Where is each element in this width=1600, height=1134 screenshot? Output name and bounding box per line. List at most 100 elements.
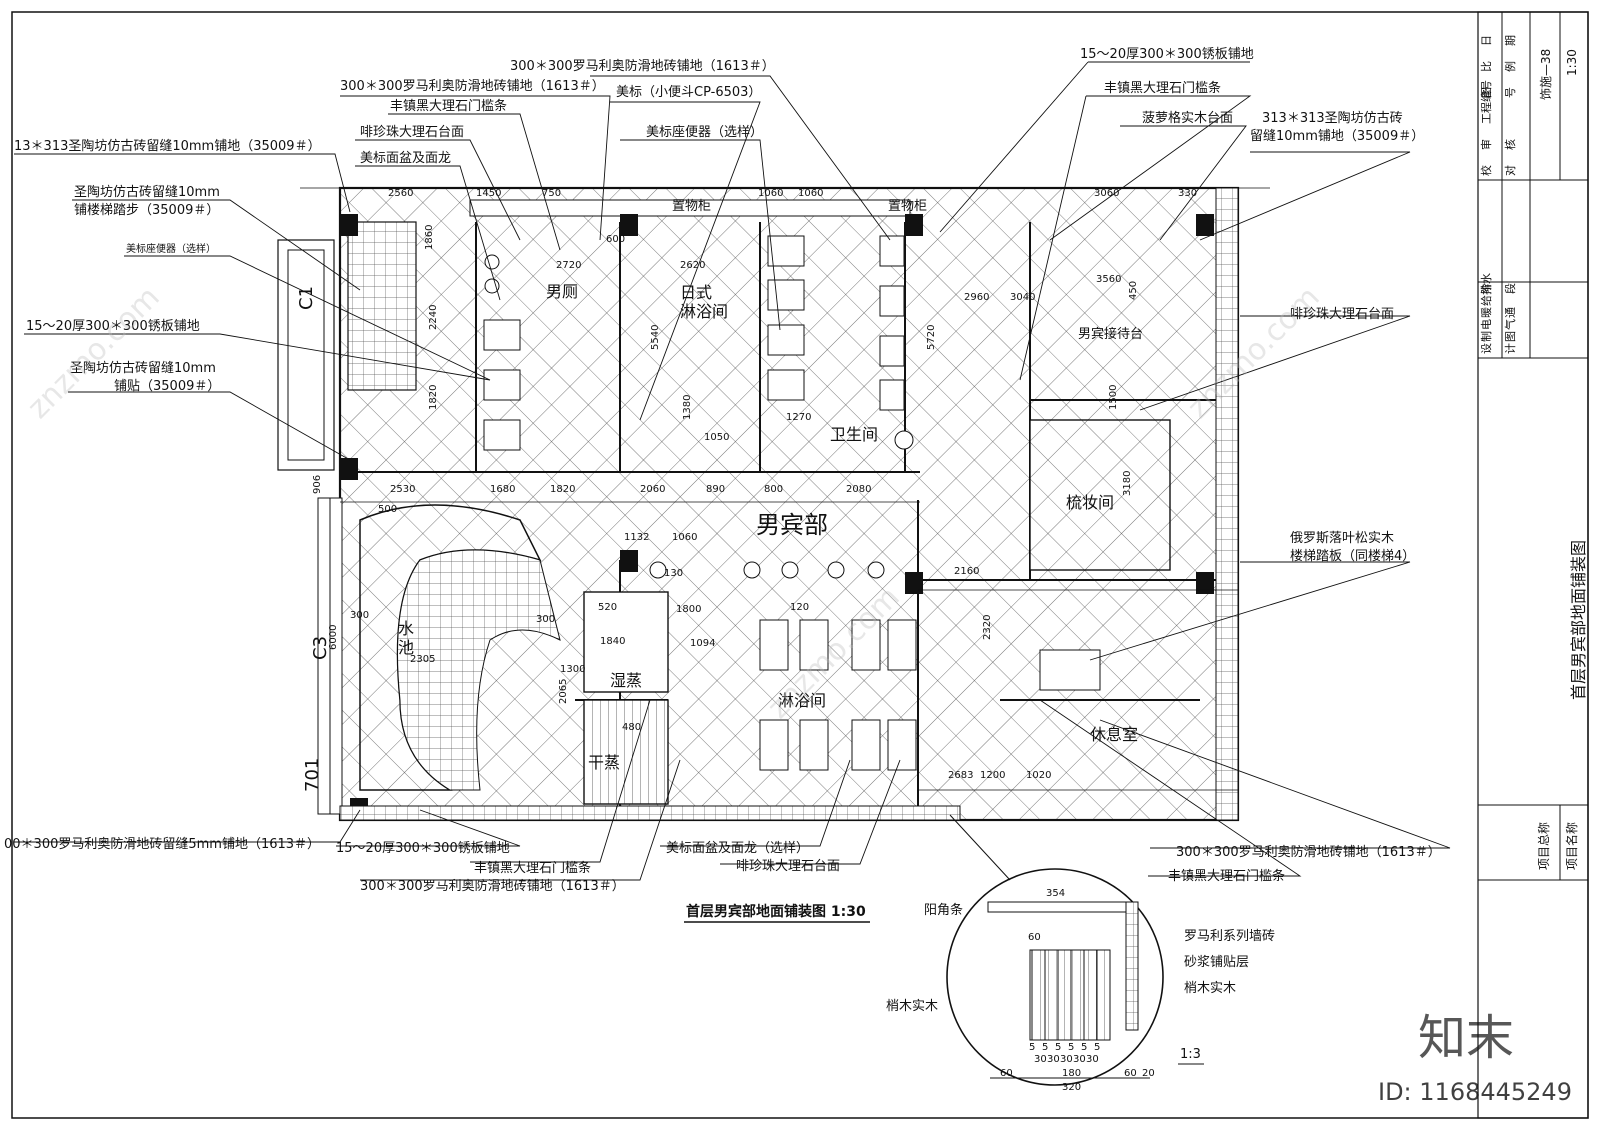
dimension-1: 1450 bbox=[476, 188, 501, 199]
detail-b20: 20 bbox=[1142, 1068, 1155, 1079]
dimension-5: 3060 bbox=[1094, 188, 1119, 199]
detail-slat-width-3: 30 bbox=[1073, 1054, 1086, 1065]
detail-slat-width-4: 30 bbox=[1086, 1054, 1099, 1065]
detail-mortar: 砂浆铺贴层 bbox=[1184, 955, 1249, 970]
watermark-site-1: znzmo.com bbox=[21, 280, 167, 426]
room-labels: 男宾部 男厕 日式淋浴间 卫生间 梳妆间 水池 湿蒸 干蒸 淋浴间 休息室 置物… bbox=[398, 199, 1143, 772]
title-block-cell-2-5: 阶 bbox=[1479, 283, 1493, 294]
detail-slat-gap-4: 5 bbox=[1081, 1042, 1087, 1053]
dimension-28: 1020 bbox=[1026, 770, 1051, 781]
callout-tl4: 美标（小便斗CP-6503） bbox=[616, 85, 761, 100]
title-block-cell-1-0: 对 bbox=[1503, 165, 1517, 176]
axis-c3: C3 bbox=[310, 636, 331, 660]
floor-plan bbox=[277, 186, 1270, 822]
dimension-49: 2065 bbox=[558, 679, 569, 704]
detail-slat-gap-2: 5 bbox=[1055, 1042, 1061, 1053]
axis-906: 906 bbox=[312, 475, 323, 494]
dimension-10: 2720 bbox=[556, 260, 581, 271]
dimension-9: 1820 bbox=[428, 385, 439, 410]
room-pool: 水池 bbox=[398, 619, 414, 657]
room-men-department: 男宾部 bbox=[756, 511, 828, 539]
dimension-21: 2080 bbox=[846, 484, 871, 495]
dimension-42: 2305 bbox=[410, 654, 435, 665]
dimension-23: 1060 bbox=[672, 532, 697, 543]
callout-l2a: 圣陶坊仿古砖留缝10mm bbox=[74, 184, 220, 200]
leader-lines bbox=[14, 61, 1451, 881]
detail-corner: 阳角条 bbox=[924, 902, 963, 918]
callout-br2: 丰镇黑大理石门槛条 bbox=[1168, 868, 1285, 884]
detail-slat-gap-1: 5 bbox=[1042, 1042, 1048, 1053]
dimension-41: 300 bbox=[350, 610, 369, 621]
detail-slat-gap-5: 5 bbox=[1094, 1042, 1100, 1053]
title-block-cell-2-4: 给排水 bbox=[1479, 273, 1493, 306]
dimension-16: 1680 bbox=[490, 484, 515, 495]
dimension-18: 2060 bbox=[640, 484, 665, 495]
tb-scale: 1:30 bbox=[1565, 49, 1579, 76]
dimension-32: 1270 bbox=[786, 412, 811, 423]
dimension-19: 890 bbox=[706, 484, 725, 495]
title-block-cell-3-2: 气 bbox=[1503, 319, 1517, 330]
callout-br1: 300＊300罗马利奥防滑地砖铺地（1613＃） bbox=[1176, 844, 1441, 860]
detail-slat-gap-3: 5 bbox=[1068, 1042, 1074, 1053]
title-block-cell-2-2: 电 bbox=[1480, 319, 1493, 330]
dimension-8: 2240 bbox=[428, 305, 439, 330]
callout-l2b: 铺楼梯踏步（35009＃） bbox=[74, 203, 219, 218]
title-block-cell-1-4: 例 bbox=[1503, 61, 1517, 72]
detail-slat-width-0: 30 bbox=[1034, 1054, 1047, 1065]
callout-l4: 15～20厚300＊300锈板铺地 bbox=[26, 319, 200, 334]
dimension-24: 2160 bbox=[954, 566, 979, 577]
title-block-cell-2-1: 制 bbox=[1480, 331, 1493, 342]
dimension-6: 330 bbox=[1178, 188, 1197, 199]
callout-b1: 00＊300罗马利奥防滑地砖留缝5mm铺地（1613＃） bbox=[4, 836, 320, 852]
dimension-26: 2683 bbox=[948, 770, 973, 781]
detail-slat-width-1: 30 bbox=[1047, 1054, 1060, 1065]
title-block bbox=[1477, 11, 1589, 1119]
detail-slat-gap-0: 5 bbox=[1029, 1042, 1035, 1053]
callout-l5a: 圣陶坊仿古砖留缝10mm bbox=[70, 360, 216, 376]
dimension-2: 750 bbox=[542, 188, 561, 199]
dimension-12: 3560 bbox=[1096, 274, 1121, 285]
title-block-cell-0-4: 比 bbox=[1480, 61, 1493, 72]
dimension-15: 2530 bbox=[390, 484, 415, 495]
title-block-cell-2-0: 设 bbox=[1480, 343, 1493, 354]
dimension-4: 1060 bbox=[758, 188, 783, 199]
axis-labels: C1 C3 6000 701 906 bbox=[296, 286, 339, 792]
dimension-37: 3180 bbox=[1122, 471, 1133, 496]
dimension-25: 2320 bbox=[982, 615, 993, 640]
plan-title: 首层男宾部地面铺装图 1:30 bbox=[686, 903, 866, 920]
room-dressing: 梳妆间 bbox=[1066, 493, 1114, 512]
dimension-22: 1132 bbox=[624, 532, 649, 543]
label-cabinet-b: 置物柜 bbox=[888, 199, 927, 214]
dimension-43: 520 bbox=[598, 602, 617, 613]
room-japanese-shower: 日式淋浴间 bbox=[680, 283, 728, 321]
callout-tl6: 美标座便器（选样） bbox=[646, 125, 763, 140]
dimension-11: 2620 bbox=[680, 260, 705, 271]
dimension-3: 1060 bbox=[798, 188, 823, 199]
title-block-cell-3-5: 段 bbox=[1503, 283, 1517, 294]
dimension-17: 1820 bbox=[550, 484, 575, 495]
dimension-44: 1840 bbox=[600, 636, 625, 647]
tb-project-name: 项目名称 bbox=[1564, 822, 1579, 870]
callout-r2b: 楼梯踏板（同楼梯4） bbox=[1290, 549, 1415, 564]
dimension-50: 300 bbox=[536, 614, 555, 625]
watermark-brand: 知末 bbox=[1418, 1010, 1514, 1066]
dimension-29: 5540 bbox=[650, 325, 661, 350]
title-block-cell-0-5: 日 bbox=[1480, 35, 1493, 46]
title-block-cell-2-3: 暖 bbox=[1480, 307, 1493, 318]
dimension-34: 120 bbox=[790, 602, 809, 613]
dimension-14: 3040 bbox=[1010, 292, 1035, 303]
detail-side-dim: 60 bbox=[1028, 932, 1041, 943]
detail-b60b: 60 bbox=[1124, 1068, 1137, 1079]
callout-r2a: 俄罗斯落叶松实木 bbox=[1290, 531, 1394, 546]
callout-tr2: 丰镇黑大理石门槛条 bbox=[1104, 80, 1221, 96]
dimension-46: 1094 bbox=[690, 638, 715, 649]
title-block-cell-3-0: 计 bbox=[1504, 343, 1517, 354]
callout-tl2: 300＊300罗马利奥防滑地砖铺地（1613＃） bbox=[340, 78, 605, 94]
dimension-39: 1500 bbox=[1108, 385, 1119, 410]
detail-wall-tile: 罗马利系列墙砖 bbox=[1184, 929, 1275, 944]
dimension-27: 1200 bbox=[980, 770, 1005, 781]
callouts: 300＊300罗马利奥防滑地砖铺地（1613＃） 300＊300罗马利奥防滑地砖… bbox=[4, 47, 1441, 894]
room-rest: 休息室 bbox=[1090, 725, 1138, 744]
